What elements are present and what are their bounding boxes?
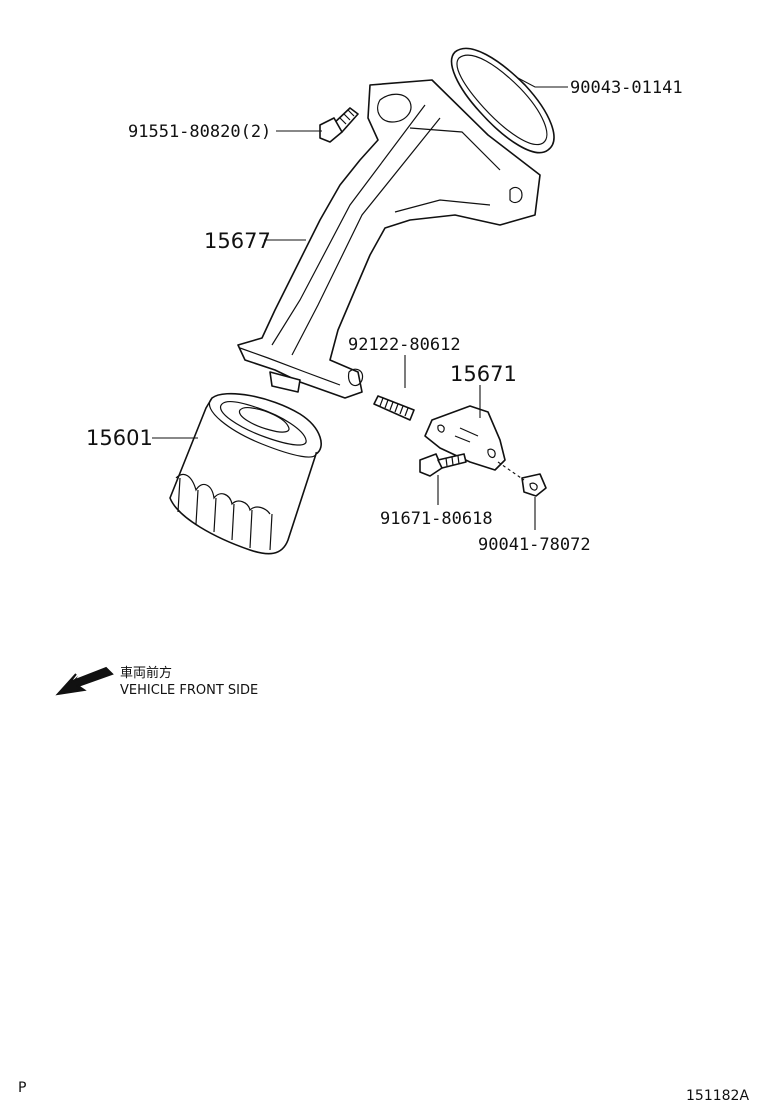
callout-bolt-small: 91671-80618 [380,509,493,529]
callout-stud: 92122-80612 [348,335,461,355]
bolt-small [419,453,467,477]
figure-code: 151182A [686,1088,749,1104]
callout-bracket: 15677 [204,229,271,253]
callout-oil-filter: 15601 [86,426,153,450]
corner-mark-left: P [18,1080,26,1096]
gasket-o-ring [450,47,555,154]
callout-nut: 90041-78072 [478,535,591,555]
nut [497,461,547,497]
callout-bolt-top: 91551-80820(2) [128,122,271,142]
direction-note-jp: 車両前方 [120,665,172,681]
bolt-top [319,107,359,143]
front-direction-arrow-icon [55,666,114,696]
callout-plate: 15671 [450,362,517,386]
oil-filter [169,392,322,555]
plate-bracket [424,405,506,471]
callout-gasket: 90043-01141 [570,78,683,98]
oil-filter-bracket [237,79,541,399]
stud [373,395,415,421]
leader-lines [152,77,568,530]
direction-note-en: VEHICLE FRONT SIDE [120,683,258,698]
